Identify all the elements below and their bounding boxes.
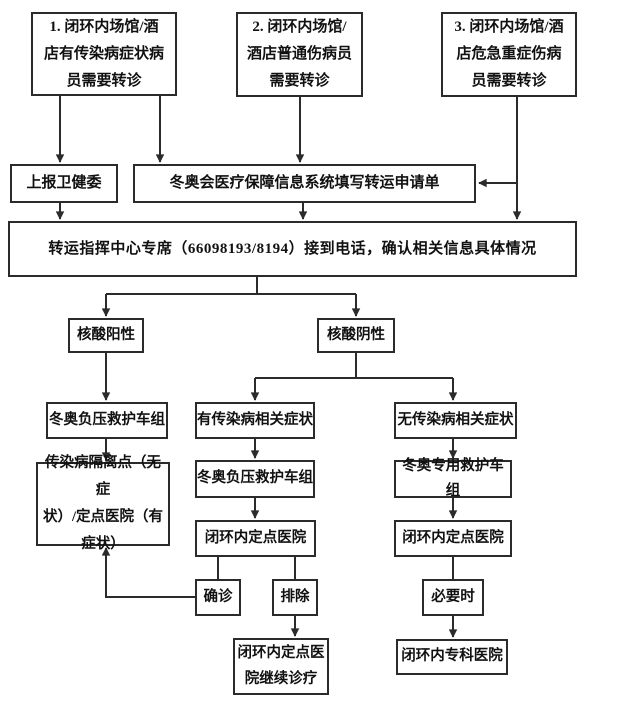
- flow-node-negative-pressure-ambulance-2: 冬奥负压救护车组: [195, 460, 315, 498]
- flow-node-source-infectious: 1. 闭环内场馆/酒 店有传染病症状病 员需要转诊: [31, 12, 177, 96]
- flow-node-report-health-commission: 上报卫健委: [10, 164, 118, 203]
- flow-node-dedicated-ambulance: 冬奥专用救护车组: [394, 458, 512, 499]
- flow-node-source-critical: 3. 闭环内场馆/酒 店危急重症伤病 员需要转诊: [441, 12, 577, 97]
- flow-node-nat-negative: 核酸阴性: [317, 318, 395, 353]
- flow-node-dispatch-center: 转运指挥中心专席（66098193/8194）接到电话，确认相关信息具体情况: [8, 221, 577, 277]
- flow-node-when-necessary: 必要时: [422, 579, 484, 616]
- flow-node-source-ordinary: 2. 闭环内场馆/ 酒店普通伤病员 需要转诊: [236, 12, 363, 97]
- flow-node-continue-treatment: 闭环内定点医 院继续诊疗: [233, 638, 329, 695]
- flow-node-confirmed: 确诊: [195, 579, 241, 616]
- flow-node-specialist-hospital: 闭环内专科医院: [396, 639, 508, 675]
- flow-node-excluded: 排除: [272, 579, 318, 616]
- flow-node-transfer-request-form: 冬奥会医疗保障信息系统填写转运申请单: [133, 164, 476, 203]
- flow-node-nat-positive: 核酸阳性: [68, 318, 144, 353]
- flow-node-without-infectious-symptoms: 无传染病相关症状: [394, 402, 517, 439]
- flow-node-isolation-point: 传染病隔离点（无症 状）/定点医院（有 症状）: [36, 455, 170, 552]
- flow-node-negative-pressure-ambulance-1: 冬奥负压救护车组: [46, 402, 168, 439]
- flow-node-designated-hospital-1: 闭环内定点医院: [195, 520, 316, 557]
- flow-node-designated-hospital-2: 闭环内定点医院: [394, 520, 512, 557]
- flow-node-with-infectious-symptoms: 有传染病相关症状: [195, 402, 315, 439]
